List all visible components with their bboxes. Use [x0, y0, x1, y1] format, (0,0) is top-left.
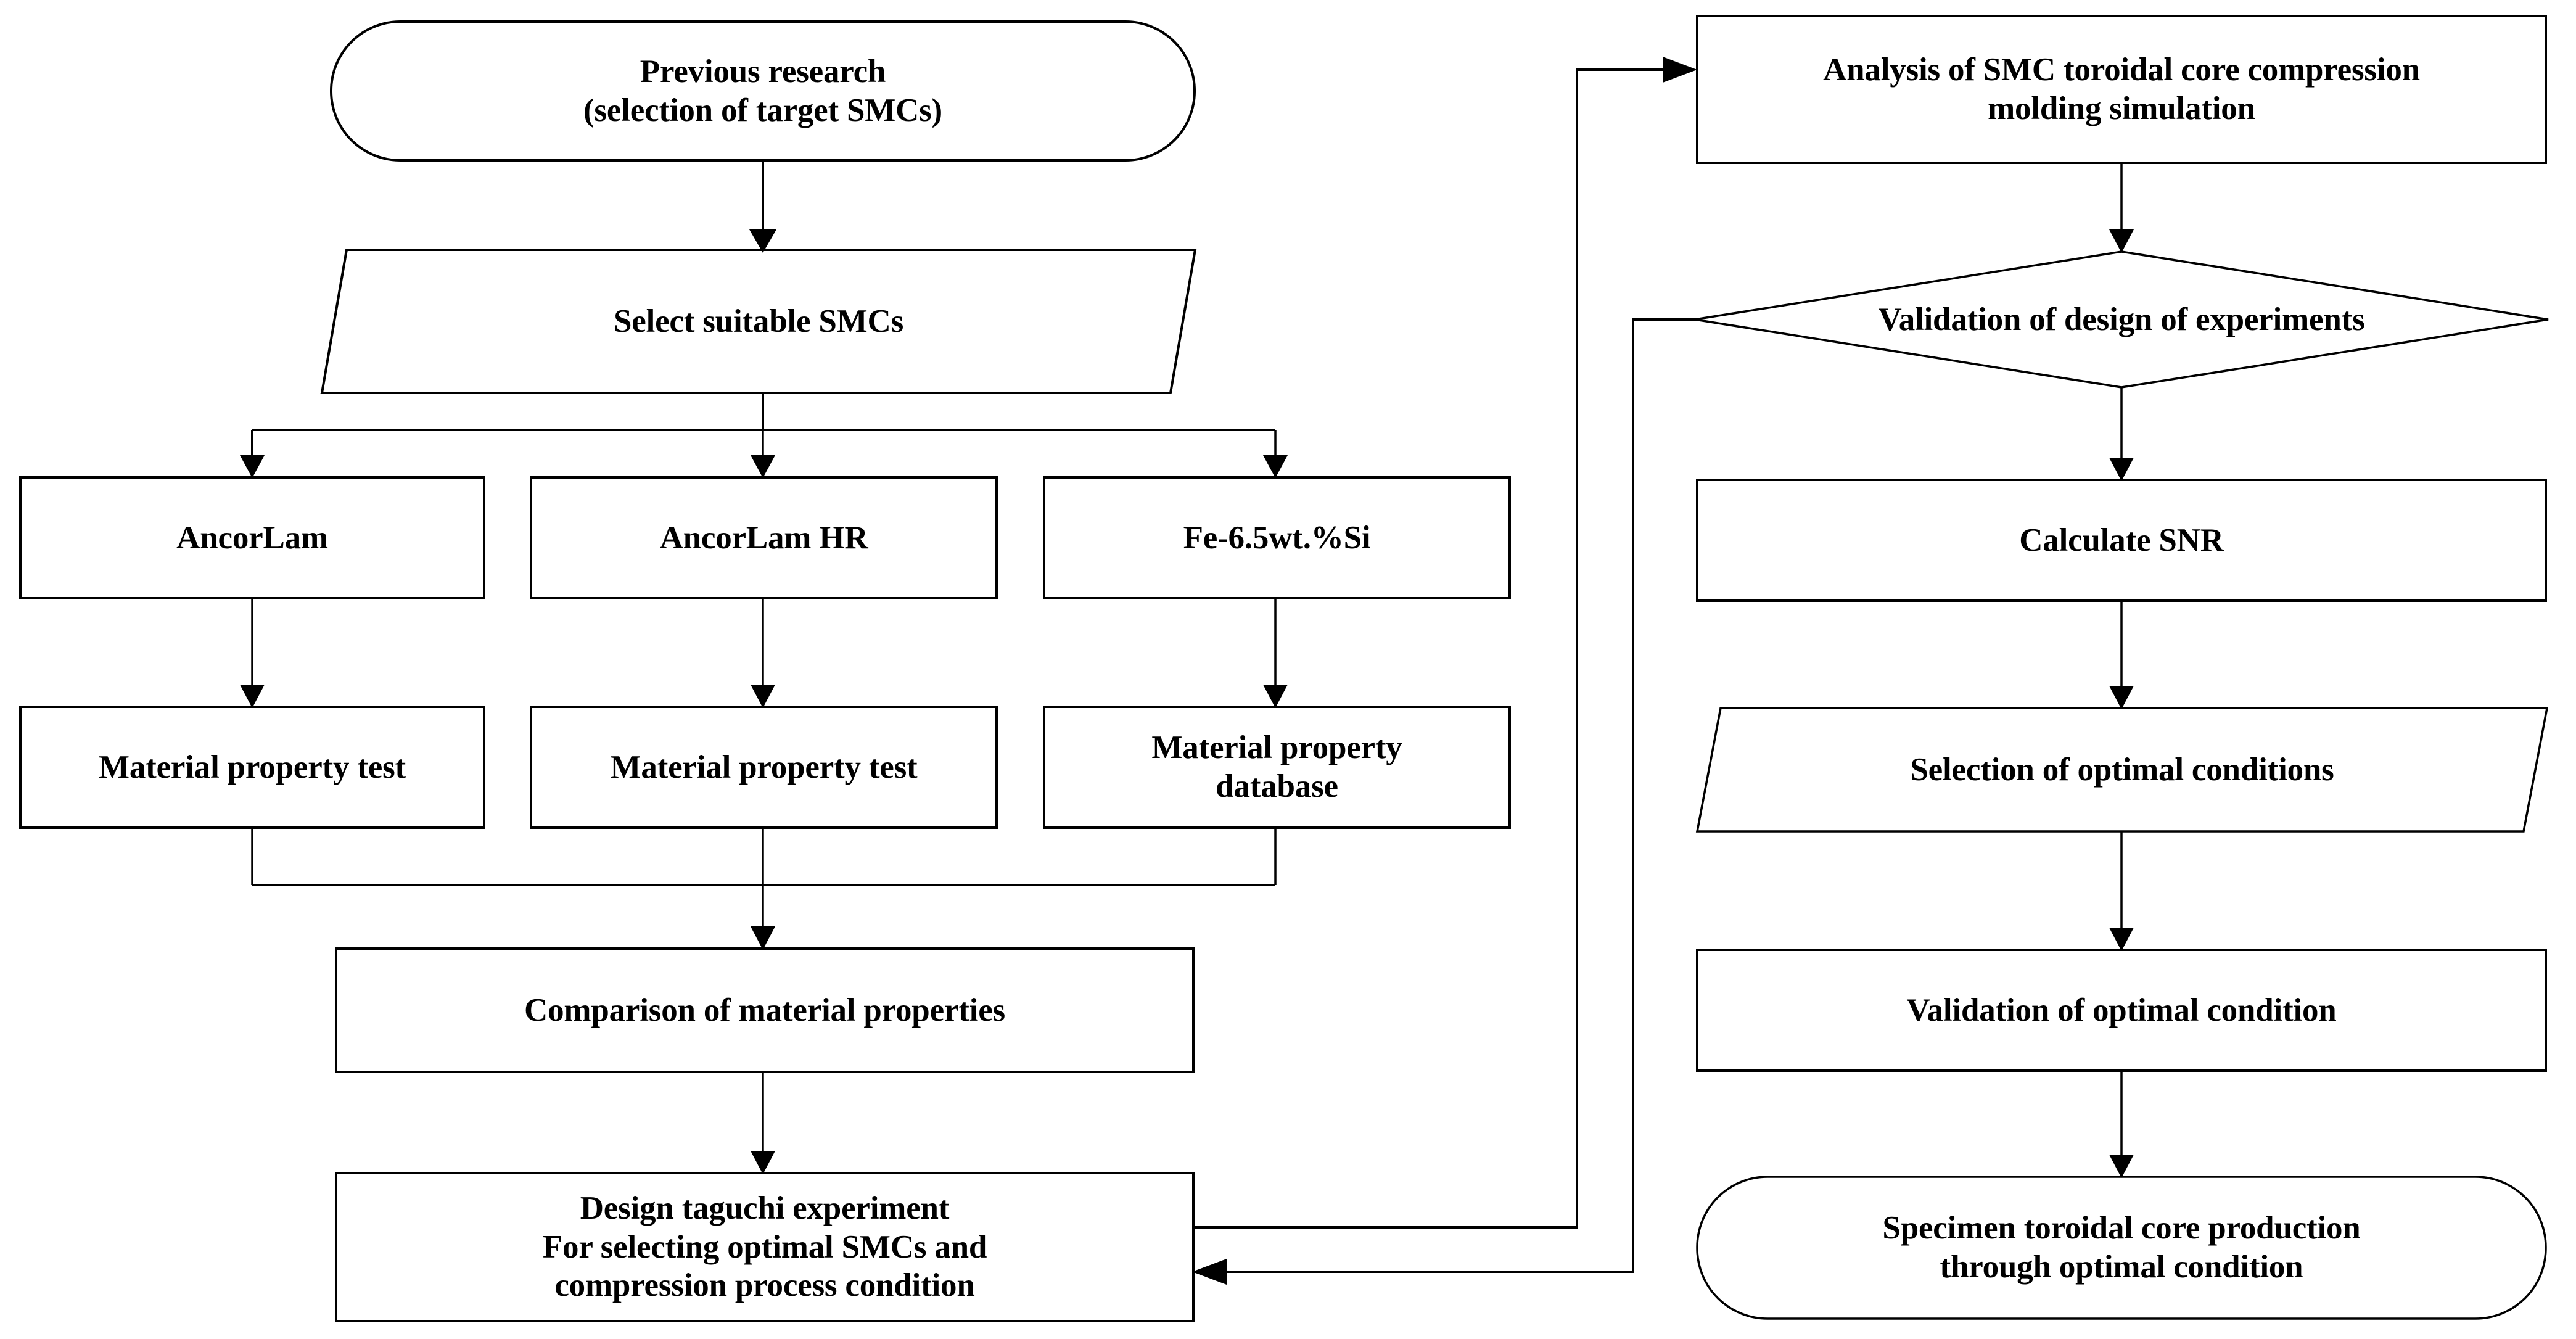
arrowhead-ancorlam-to-test1	[240, 685, 265, 708]
arrowhead-previous-to-select	[749, 229, 776, 253]
node-shape-material-test-1[interactable]	[19, 706, 485, 829]
node-shape-validation-optimal[interactable]	[1696, 949, 2547, 1072]
arrowhead-ancorlamhr-to-test2	[751, 685, 775, 708]
node-shape-select-smcs[interactable]	[320, 249, 1197, 394]
node-shape-selection-optimal[interactable]	[1695, 707, 2549, 833]
arrowhead-split-to-ancorlam-hr	[751, 455, 775, 478]
arrowhead-validationoptimal-to-specimen	[2109, 1155, 2134, 1178]
node-shape-specimen-production[interactable]	[1696, 1176, 2547, 1320]
arrowhead-validationdoe-to-taguchi	[1192, 1259, 1227, 1285]
arrowhead-validationdoe-to-snr	[2109, 458, 2134, 481]
arrowhead-split-to-fe-si	[1263, 455, 1288, 478]
node-shape-material-test-2[interactable]	[530, 706, 998, 829]
node-shape-validation-doe[interactable]	[1694, 250, 2549, 389]
edge-validationdoe-to-taguchi	[1224, 318, 1695, 1273]
arrowhead-snr-to-selection	[2109, 686, 2134, 709]
node-shape-ancorlam[interactable]	[19, 476, 485, 599]
node-shape-comparison[interactable]	[335, 947, 1195, 1073]
node-shape-design-taguchi[interactable]	[335, 1172, 1195, 1322]
arrowhead-selection-to-validationoptimal	[2109, 928, 2134, 951]
node-shape-material-database[interactable]	[1043, 706, 1511, 829]
arrowhead-merge-to-comparison	[751, 926, 775, 950]
arrowhead-fesi-to-database	[1263, 685, 1288, 708]
arrowhead-taguchi-to-analysis	[1663, 57, 1697, 83]
node-shape-ancorlam-hr[interactable]	[530, 476, 998, 599]
node-shape-analysis-simulation[interactable]	[1696, 15, 2547, 164]
node-shape-previous-research[interactable]	[330, 20, 1196, 162]
node-shape-calculate-snr[interactable]	[1696, 479, 2547, 602]
node-shape-fe-si[interactable]	[1043, 476, 1511, 599]
arrowhead-split-to-ancorlam	[240, 455, 265, 478]
arrowhead-analysis-to-validationdoe	[2109, 229, 2134, 253]
arrowhead-comparison-to-taguchi	[751, 1151, 775, 1174]
edge-taguchi-to-analysis	[1193, 68, 1665, 1229]
